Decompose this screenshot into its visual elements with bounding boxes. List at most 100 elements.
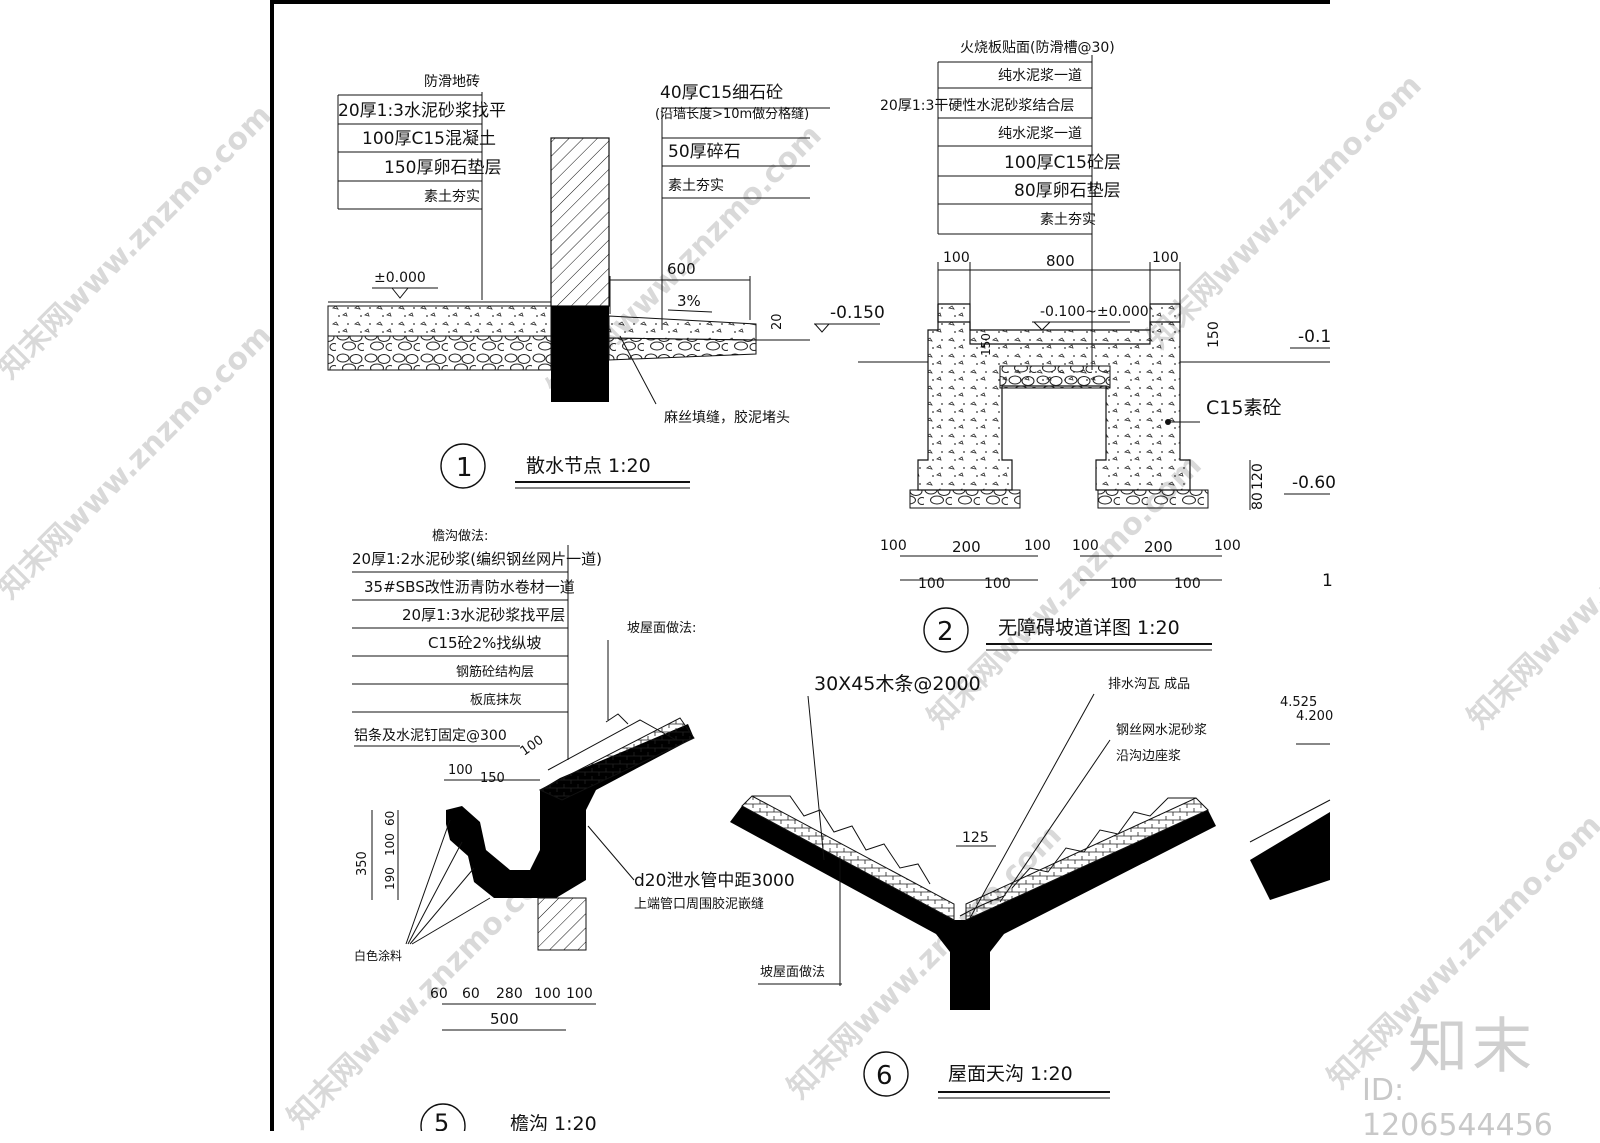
- detail-number: 1: [456, 453, 473, 483]
- batten-label: 30X45木条@2000: [814, 673, 981, 695]
- apron-concrete: [608, 315, 757, 341]
- dim-label: 500: [490, 1010, 519, 1028]
- dim-label: 100: [1214, 538, 1241, 554]
- dim-label: 100: [1152, 250, 1179, 266]
- layer-label: 纯水泥浆一道: [998, 68, 1082, 84]
- dim-label: 100: [1174, 576, 1201, 592]
- fix-note: 铝条及水泥钉固定@300: [354, 727, 507, 744]
- dim-label: 60: [430, 986, 448, 1002]
- dim-label: 150: [480, 771, 505, 786]
- pipe-note: 上端管口周围胶泥嵌缝: [634, 896, 764, 912]
- id-watermark: ID: 1206544456: [1362, 1073, 1553, 1143]
- layer-label: 150厚卵石垫层: [384, 158, 501, 178]
- watermark-text: 知末网www.znzmo.com: [1141, 68, 1429, 356]
- layer-label: 火烧板贴面(防滑槽@30): [960, 39, 1115, 56]
- layer-label: 板底抹灰: [470, 692, 522, 708]
- tile-label: 排水沟瓦 成品: [1108, 677, 1190, 692]
- dim-label: 80: [1250, 492, 1266, 510]
- layer-label: (沿墙长度>10m做分格缝): [655, 106, 809, 122]
- detail-number-circle: [863, 1051, 909, 1097]
- dim-label: 150: [979, 333, 993, 356]
- layer-table: [937, 55, 1093, 370]
- detail-number-circle: [440, 443, 486, 489]
- paint-note: 白色涂料: [354, 948, 402, 963]
- dim-label: 100: [943, 250, 970, 266]
- partial-section: [1250, 812, 1330, 900]
- joint-note: 麻丝填缝，胶泥堵头: [664, 409, 790, 426]
- detail-2-ramp: 火烧板贴面(防滑槽@30) 纯水泥浆一道 20厚1:3干硬性水泥砂浆结合层 纯水…: [858, 39, 1336, 653]
- detail-5-eaves-gutter: 檐沟做法: 20厚1:2水泥砂浆(编织钢丝网片一道) 35#SBS改性沥青防水卷…: [352, 529, 795, 1131]
- dim-label: 280: [496, 986, 523, 1002]
- dim-label: 100: [448, 763, 473, 778]
- level-label: 4.525: [1280, 695, 1317, 710]
- dim-label: 60: [383, 811, 397, 826]
- detail-number-circle: [420, 1103, 466, 1131]
- cut-label: 1: [1322, 571, 1333, 591]
- dim-label: 125: [962, 830, 989, 846]
- dim-label: 100: [566, 986, 593, 1002]
- dim-label: 60: [462, 986, 480, 1002]
- level-label: 4.200: [1296, 709, 1333, 724]
- layer-table-right: [661, 107, 830, 330]
- mesh-label: 沿沟边座浆: [1116, 749, 1181, 764]
- pipe-note: d20泄水管中距3000: [634, 871, 795, 891]
- section-heading: 檐沟做法:: [432, 529, 488, 544]
- gravel-layer: [999, 365, 1111, 389]
- detail-number: 6: [876, 1061, 893, 1091]
- detail-number: 5: [434, 1109, 449, 1131]
- level-label: -0.100~±0.000: [1040, 304, 1149, 320]
- layer-table-left: [337, 92, 483, 300]
- layer-label: 纯水泥浆一道: [998, 126, 1082, 142]
- layer-label: 钢筋砼结构层: [456, 664, 534, 680]
- valley-section: [730, 806, 1216, 1010]
- layer-label: 20厚1:3干硬性水泥砂浆结合层: [880, 98, 1074, 114]
- level-label: ±0.000: [374, 270, 426, 286]
- slope-label: 3%: [677, 292, 701, 310]
- sheet-frame: [270, 0, 1330, 1131]
- apron-gravel: [608, 337, 757, 361]
- detail-title: 檐沟 1:20: [510, 1113, 597, 1131]
- concrete-slab: [327, 305, 552, 337]
- brand-watermark: 知末: [1408, 1012, 1536, 1082]
- layer-label: 素土夯实: [668, 178, 724, 194]
- dim-label: 200: [1144, 538, 1173, 556]
- layer-label: 35#SBS改性沥青防水卷材一道: [364, 578, 575, 596]
- mesh-label: 钢丝网水泥砂浆: [1116, 723, 1207, 738]
- dim-label: 120: [1250, 463, 1266, 490]
- dim-label: 100: [518, 733, 547, 760]
- material-label: C15素砼: [1206, 397, 1281, 419]
- dim-label: 100: [1024, 538, 1051, 554]
- dim-label: 800: [1046, 252, 1075, 270]
- dim-label: 100: [383, 833, 397, 856]
- layer-label: C15砼2%找纵坡: [428, 634, 541, 652]
- footing-gravel: [909, 489, 1021, 509]
- layer-label: 20厚1:3水泥砂浆找平: [338, 101, 506, 121]
- dim-label: 100: [1072, 538, 1099, 554]
- slope-note: 坡屋面做法: [760, 965, 825, 980]
- detail-number: 2: [937, 617, 954, 647]
- layer-label: 100厚C15砼层: [1004, 153, 1121, 173]
- dim-label: 20: [770, 313, 785, 330]
- dim-label: 190: [383, 867, 397, 890]
- foundation-beam: [551, 306, 609, 402]
- dim-label: 350: [355, 851, 370, 876]
- watermark-text: 知末网www.znzmo.com: [0, 318, 279, 606]
- dim-label: 150: [1206, 321, 1222, 348]
- layer-label: 20厚1:3水泥砂浆找平层: [402, 606, 565, 624]
- dim-label: 100: [1110, 576, 1137, 592]
- level-label: -0.1: [1298, 327, 1331, 347]
- layer-label: 素土夯实: [424, 189, 480, 205]
- dim-label: 100: [984, 576, 1011, 592]
- layer-label: 50厚碎石: [668, 142, 741, 162]
- level-label: -0.60: [1292, 473, 1336, 493]
- layer-label: 素土夯实: [1040, 212, 1096, 228]
- gravel-bed: [327, 335, 552, 371]
- slope-note: 坡屋面做法:: [627, 621, 696, 636]
- layer-label: 20厚1:2水泥砂浆(编织钢丝网片一道): [352, 550, 602, 568]
- watermark-text: 知末网www.znzmo.com: [1461, 448, 1600, 736]
- detail-title: 散水节点 1:20: [526, 455, 651, 477]
- detail-6-valley-gutter: 30X45木条@2000 排水沟瓦 成品 钢丝网水泥砂浆 沿沟边座浆 125 坡…: [730, 673, 1333, 1099]
- detail-1-apron: 防滑地砖 20厚1:3水泥砂浆找平 100厚C15混凝土 150厚卵石垫层 素土…: [327, 73, 885, 489]
- dim-label: 100: [534, 986, 561, 1002]
